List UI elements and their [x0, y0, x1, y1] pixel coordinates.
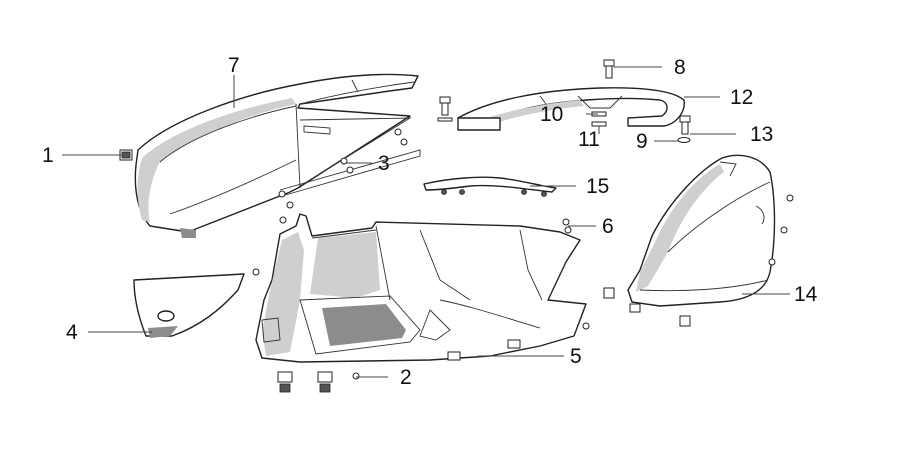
part-4-small-cover: [133, 273, 245, 338]
callout-11: 11: [578, 128, 600, 151]
part-15-trim-strip: [423, 176, 557, 197]
part-8-bolt: [603, 59, 615, 79]
callout-14: 14: [794, 283, 818, 306]
part-bolt-left: [437, 96, 453, 122]
part-9-washer: [677, 137, 691, 143]
callout-2: 2: [400, 366, 412, 389]
callout-9: 9: [636, 130, 648, 153]
leader-lines: [62, 66, 790, 378]
callout-6: 6: [602, 215, 614, 238]
callout-labels: 1 2 3 4 5 6 7 8 9 10 11 12 13 14 15: [42, 54, 818, 389]
part-12-grab-rail: [457, 87, 685, 131]
part-14-right-side-cover: [603, 154, 794, 327]
callout-13: 13: [750, 123, 773, 146]
part-3-screws: [278, 128, 408, 209]
callout-15: 15: [586, 175, 609, 198]
callout-5: 5: [570, 345, 582, 368]
part-11-washer: [591, 121, 607, 127]
callout-4: 4: [66, 321, 78, 344]
part-13-bolt: [679, 115, 691, 135]
callout-3: 3: [378, 152, 390, 175]
callout-10: 10: [540, 103, 563, 126]
part-2-clips: [277, 371, 360, 393]
part-5-center-cover: [255, 213, 587, 363]
part-6-screws: [252, 216, 590, 330]
callout-1: 1: [42, 144, 54, 167]
part-7-left-side-cover: [134, 73, 421, 238]
callout-7: 7: [228, 54, 240, 77]
callout-8: 8: [674, 56, 686, 79]
callout-12: 12: [730, 86, 753, 109]
